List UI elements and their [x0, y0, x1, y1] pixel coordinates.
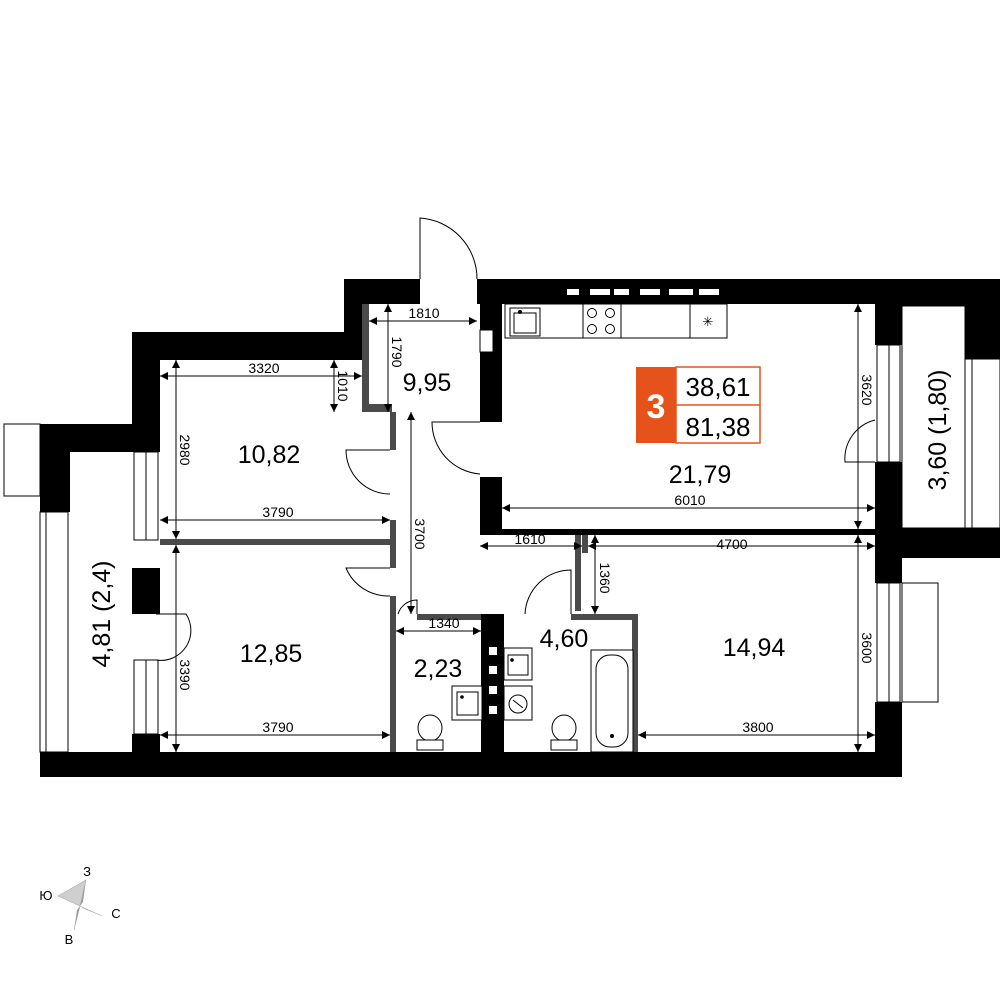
area-toilet: 2,23: [414, 655, 463, 683]
dimension-labels: 1810 1790 3320 1010 2980 3790 3700 3390 …: [177, 305, 875, 735]
dim-1610: 1610: [514, 531, 545, 547]
dim-2980: 2980: [177, 434, 193, 465]
toilet-icon: [416, 714, 444, 751]
area-bathroom: 4,60: [540, 625, 589, 653]
badge-living-area: 38,61: [685, 372, 750, 402]
toilet-sink-icon: [451, 685, 483, 721]
svg-text:✳: ✳: [703, 315, 714, 330]
dim-1010: 1010: [335, 370, 351, 401]
bathroom-sink-icon: [503, 647, 533, 681]
dim-1340: 1340: [428, 615, 459, 631]
washing-machine-icon: [503, 685, 533, 721]
bathtub-icon: [590, 649, 634, 753]
kitchen-window-marks: [567, 289, 719, 295]
sink-icon: [509, 307, 541, 337]
dim-4700: 4700: [716, 536, 747, 552]
dim-1790: 1790: [389, 336, 405, 367]
compass-icon: З С В Ю: [39, 864, 120, 947]
shaft-marks: [489, 647, 497, 714]
room-labels: 9,95 10,82 12,85 21,79 4,60 2,23 14,94 4…: [88, 369, 952, 683]
area-bedroom-top: 10,82: [238, 441, 301, 469]
doors: [155, 217, 876, 661]
apartment-badge: 3 38,61 81,38: [636, 366, 761, 444]
area-balcony-right: 3,60 (1,80): [924, 370, 952, 491]
dim-1810: 1810: [408, 305, 439, 321]
windows: [3, 305, 1000, 753]
area-bedroom-bottom: 12,85: [240, 640, 303, 668]
badge-room-count: 3: [647, 388, 666, 426]
bath-toilet-icon: [550, 714, 578, 751]
badge-room-count-box: [636, 367, 676, 443]
area-kitchen-living: 21,79: [669, 461, 732, 489]
dimension-lines: [160, 304, 875, 752]
area-hall: 9,95: [403, 369, 452, 397]
compass-south: В: [65, 932, 74, 947]
stove-icon: [582, 303, 622, 339]
dim-3390: 3390: [177, 659, 193, 690]
compass-north: З: [83, 864, 91, 879]
dim-6010: 6010: [674, 492, 705, 508]
badge-total-area: 81,38: [685, 412, 750, 442]
dim-3790-bottom: 3790: [262, 719, 293, 735]
dim-3700: 3700: [412, 518, 428, 549]
area-bedroom-right: 14,94: [723, 634, 786, 662]
dim-3800: 3800: [742, 719, 773, 735]
dim-3320: 3320: [248, 360, 279, 376]
compass-east: С: [111, 906, 120, 921]
dim-1360: 1360: [597, 562, 613, 593]
dim-3620: 3620: [859, 374, 875, 405]
dim-3600: 3600: [859, 632, 875, 663]
dim-3790-top: 3790: [262, 504, 293, 520]
fridge-icon: ✳: [689, 303, 728, 339]
compass-west: Ю: [39, 888, 52, 903]
area-balcony-left: 4,81 (2,4): [88, 560, 116, 667]
